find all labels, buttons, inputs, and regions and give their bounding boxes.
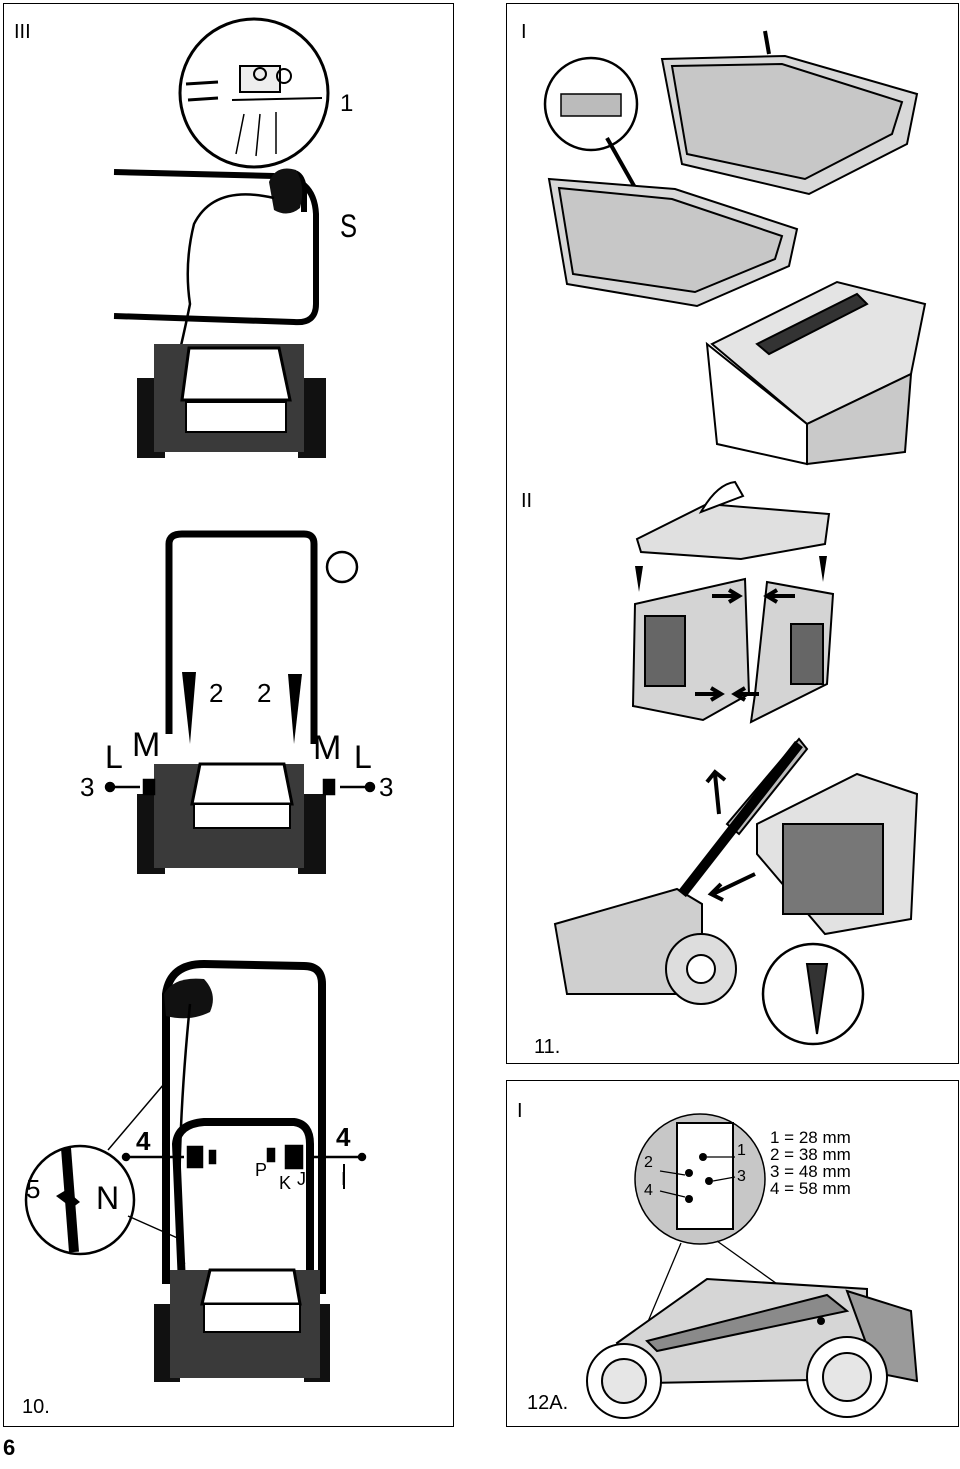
step-marker-i: I bbox=[517, 1100, 523, 1122]
arrow-left-icon bbox=[731, 686, 759, 702]
bag-frame-lower bbox=[547, 177, 799, 308]
cable-clip bbox=[269, 168, 303, 214]
page-number: 6 bbox=[3, 1435, 16, 1460]
callout-1: 1 bbox=[737, 1142, 746, 1159]
handle-bar-bottom bbox=[162, 959, 326, 1294]
grass-box-lid bbox=[705, 280, 927, 466]
letter-m-right: M bbox=[313, 729, 342, 767]
figure-11-panel: I II 11. bbox=[506, 3, 959, 1064]
bolt-right bbox=[322, 778, 376, 796]
arrow-down-icon bbox=[819, 556, 827, 582]
letter-i: I bbox=[341, 1169, 347, 1189]
bolt-row bbox=[121, 1144, 367, 1170]
letter-m-left: M bbox=[132, 726, 161, 764]
height-setting-2: 2 = 38 mm bbox=[770, 1145, 851, 1164]
marker-2-left: 2 bbox=[209, 678, 224, 708]
arrow-down-icon bbox=[288, 674, 302, 744]
arrow-up-icon bbox=[705, 769, 727, 815]
arrow-down-icon bbox=[182, 672, 196, 744]
marker-3-right: 3 bbox=[379, 772, 394, 802]
step-o-circle-icon bbox=[325, 550, 359, 584]
arrow-right-icon bbox=[695, 686, 725, 702]
cable-clip bbox=[164, 978, 213, 1019]
handle-bar-middle bbox=[165, 530, 318, 744]
box-halves-step-ii bbox=[631, 577, 835, 724]
figure-caption-11: 11. bbox=[534, 1036, 561, 1058]
grass-bag-illustration bbox=[543, 30, 927, 1046]
height-detail-circle bbox=[634, 1113, 766, 1245]
letter-l-left: L bbox=[105, 739, 123, 775]
cable-clip-detail-circle bbox=[178, 17, 330, 169]
mower-body-top bbox=[137, 344, 326, 458]
handle-assembly-illustration bbox=[24, 17, 376, 1382]
callout-3: 3 bbox=[737, 1168, 746, 1185]
cutting-height-legend: 1 = 28 mm 2 = 38 mm 3 = 48 mm 4 = 58 mm bbox=[770, 1129, 851, 1197]
height-setting-4: 4 = 58 mm bbox=[770, 1179, 851, 1198]
letter-k: K bbox=[279, 1173, 292, 1193]
height-setting-3: 3 = 48 mm bbox=[770, 1162, 851, 1181]
step-marker-i: I bbox=[521, 21, 527, 43]
marker-4-right: 4 bbox=[336, 1122, 351, 1152]
step-marker-iii: III bbox=[14, 21, 31, 43]
mower-body-middle bbox=[137, 762, 326, 874]
figure-10-panel: III 1 S 2 2 L M M L 3 3 4 4 5 N P K J I … bbox=[3, 3, 454, 1427]
mower-with-box bbox=[553, 737, 919, 1046]
arrow-left-icon bbox=[763, 588, 795, 604]
marker-3-left: 3 bbox=[80, 772, 95, 802]
callout-4: 4 bbox=[644, 1182, 653, 1199]
figure-caption-12a: 12A. bbox=[527, 1392, 569, 1414]
letter-j: J bbox=[297, 1169, 306, 1189]
bolt-left bbox=[104, 778, 156, 796]
power-cable bbox=[178, 193, 275, 351]
arrow-down-icon bbox=[635, 566, 643, 592]
mower-side-view bbox=[586, 1277, 919, 1419]
step-marker-ii: II bbox=[521, 490, 533, 512]
arrow-left-icon bbox=[707, 872, 756, 902]
bag-frame-upper bbox=[660, 30, 919, 196]
cutting-height-illustration bbox=[586, 1113, 919, 1419]
marker-2-right: 2 bbox=[257, 678, 272, 708]
box-lid-step-ii bbox=[635, 480, 831, 561]
figure-12a-panel: I 2 4 1 3 1 = 28 mm 2 = 38 mm 3 = 48 mm … bbox=[506, 1080, 959, 1427]
letter-l-right: L bbox=[354, 739, 372, 775]
marker-5: 5 bbox=[26, 1174, 41, 1204]
letter-p: P bbox=[255, 1160, 268, 1180]
arrow-right-icon bbox=[712, 588, 743, 604]
callout-2: 2 bbox=[644, 1154, 653, 1171]
mower-body-bottom bbox=[154, 1268, 330, 1382]
knob-detail-circle bbox=[24, 1083, 183, 1256]
power-cable bbox=[178, 1003, 192, 1265]
letter-s: S bbox=[340, 208, 358, 244]
height-setting-1: 1 = 28 mm bbox=[770, 1128, 851, 1147]
callout-1: 1 bbox=[340, 90, 354, 117]
letter-n: N bbox=[96, 1180, 120, 1216]
marker-4-left: 4 bbox=[136, 1126, 151, 1156]
figure-caption-10: 10. bbox=[22, 1396, 50, 1418]
